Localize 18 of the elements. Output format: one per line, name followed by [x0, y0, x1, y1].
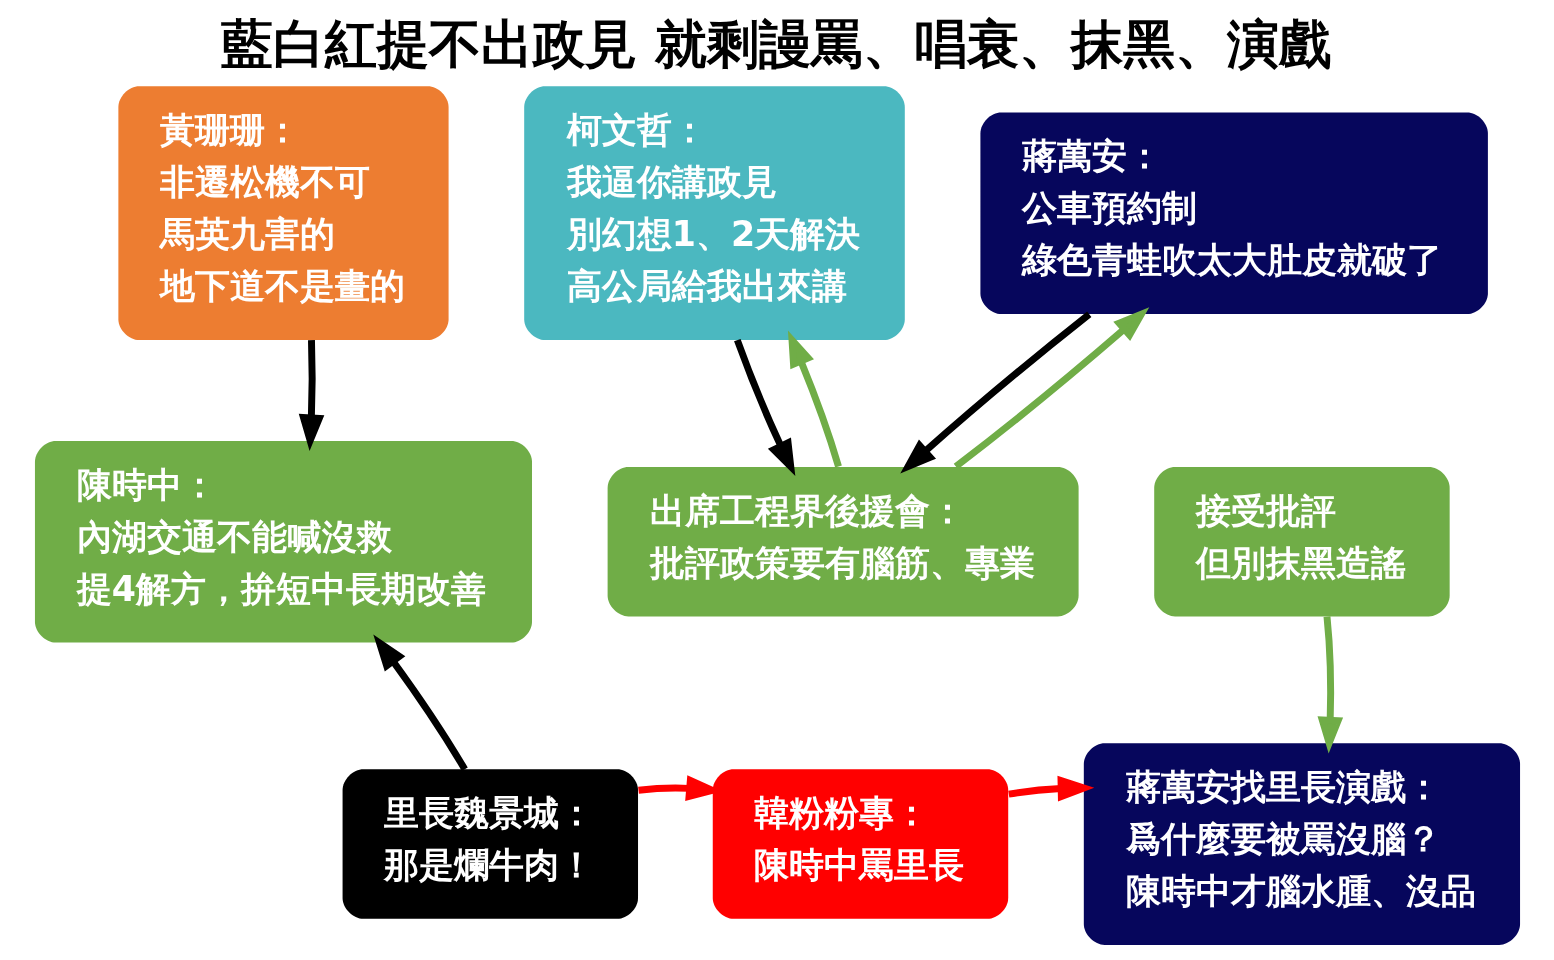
node-box: 出席工程界後援會： 批評政策要有腦筋、專業	[607, 466, 1079, 617]
node-box: 蔣萬安找里長演戲： 爲什麼要被罵沒腦？ 陳時中才腦水腫、沒品	[1083, 743, 1520, 945]
node-box: 接受批評 但別抹黑造謠	[1153, 466, 1450, 617]
node-box: 蔣萬安： 公車預約制 綠色青蛙吹太大肚皮就破了	[979, 112, 1488, 314]
arrow	[899, 311, 1091, 474]
arrow	[298, 340, 324, 452]
node-box: 柯文哲： 我逼你講政見 別幻想1、2天解決 高公局給我出來講	[523, 86, 905, 341]
node-box: 韓粉粉專： 陳時中罵里長	[712, 769, 1008, 919]
arrow	[787, 330, 842, 468]
node-box: 里長魏景城： 那是爛牛肉！	[342, 769, 638, 919]
node-box: 黃珊珊： 非遷松機不可 馬英九害的 地下道不是畫的	[117, 86, 449, 341]
arrow	[1007, 775, 1094, 802]
arrow	[372, 634, 468, 772]
node-box: 陳時中： 內湖交通不能喊沒救 提4解方，拚短中長期改善	[34, 440, 532, 643]
diagram-title: 藍白紅提不出政見 就剩謾罵、唱衰、抹黑、演戲	[220, 14, 1332, 75]
arrow	[1317, 616, 1343, 754]
arrow	[733, 338, 795, 477]
arrow	[953, 307, 1149, 470]
